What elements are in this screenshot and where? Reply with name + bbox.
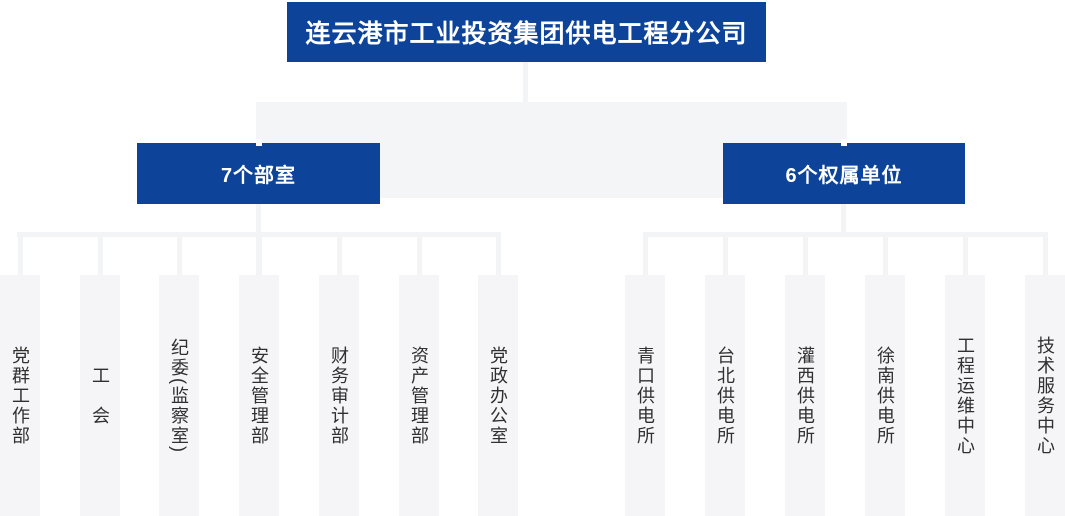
connector-column-stub xyxy=(723,237,728,275)
connector-column-stub xyxy=(496,237,501,275)
connector-root-stub xyxy=(523,62,528,102)
root-node-label: 连云港市工业投资集团供电工程分公司 xyxy=(305,20,748,48)
group-node-subsidiaries-label: 6个权属单位 xyxy=(785,165,903,187)
dept-column-zichan: 资产管理部 xyxy=(399,275,439,516)
connector-column-stub xyxy=(337,237,342,275)
dept-column-label: 纪委(监察室) xyxy=(169,337,189,454)
connector-rail-right xyxy=(643,232,1048,237)
connector-column-stub xyxy=(883,237,888,275)
connector-column-stub xyxy=(643,237,648,275)
unit-column-jishu-fuwu: 技术服务中心 xyxy=(1025,275,1065,516)
connector-column-stub xyxy=(177,237,182,275)
connector-column-stub xyxy=(963,237,968,275)
dept-column-anquan: 安全管理部 xyxy=(239,275,279,516)
unit-column-label: 灌西供电所 xyxy=(795,345,815,446)
dept-column-label: 财务审计部 xyxy=(329,345,349,446)
dept-column-label: 安全管理部 xyxy=(249,345,269,446)
group-node-departments-label: 7个部室 xyxy=(220,165,297,187)
connector-column-stub xyxy=(98,237,103,275)
connector-column-stub xyxy=(803,237,808,275)
group-node-subsidiaries: 6个权属单位 xyxy=(723,143,965,204)
connector-right-group-stub xyxy=(841,204,846,237)
unit-column-label: 青口供电所 xyxy=(635,345,655,446)
unit-column-taibei: 台北供电所 xyxy=(705,275,745,516)
connector-column-stub xyxy=(18,237,23,275)
unit-column-label: 台北供电所 xyxy=(715,345,735,446)
group-node-departments: 7个部室 xyxy=(137,143,380,204)
dept-column-dangqun: 党群工作部 xyxy=(0,275,40,516)
root-node: 连云港市工业投资集团供电工程分公司 xyxy=(287,2,766,62)
unit-column-xunan: 徐南供电所 xyxy=(865,275,905,516)
unit-column-label: 工程运维中心 xyxy=(955,335,975,456)
dept-column-caiwu: 财务审计部 xyxy=(319,275,359,516)
dept-column-label: 工 会 xyxy=(90,365,110,426)
unit-column-qingkou: 青口供电所 xyxy=(625,275,665,516)
dept-column-label: 党政办公室 xyxy=(488,345,508,446)
dept-column-label: 党群工作部 xyxy=(10,345,30,446)
dept-column-gonghui: 工 会 xyxy=(80,275,120,516)
connector-rail-left xyxy=(17,232,501,237)
connector-tick-left xyxy=(256,139,262,146)
connector-column-stub xyxy=(1043,237,1048,275)
unit-column-label: 徐南供电所 xyxy=(875,345,895,446)
unit-column-gongcheng-yunwei: 工程运维中心 xyxy=(945,275,985,516)
connector-column-stub xyxy=(417,237,422,275)
dept-column-dangzheng: 党政办公室 xyxy=(478,275,518,516)
dept-column-jiwei: 纪委(监察室) xyxy=(159,275,199,516)
unit-column-label: 技术服务中心 xyxy=(1035,335,1055,456)
connector-tick-right xyxy=(841,139,847,146)
unit-column-guanxi: 灌西供电所 xyxy=(785,275,825,516)
dept-column-label: 资产管理部 xyxy=(409,345,429,446)
connector-column-stub xyxy=(257,237,262,275)
